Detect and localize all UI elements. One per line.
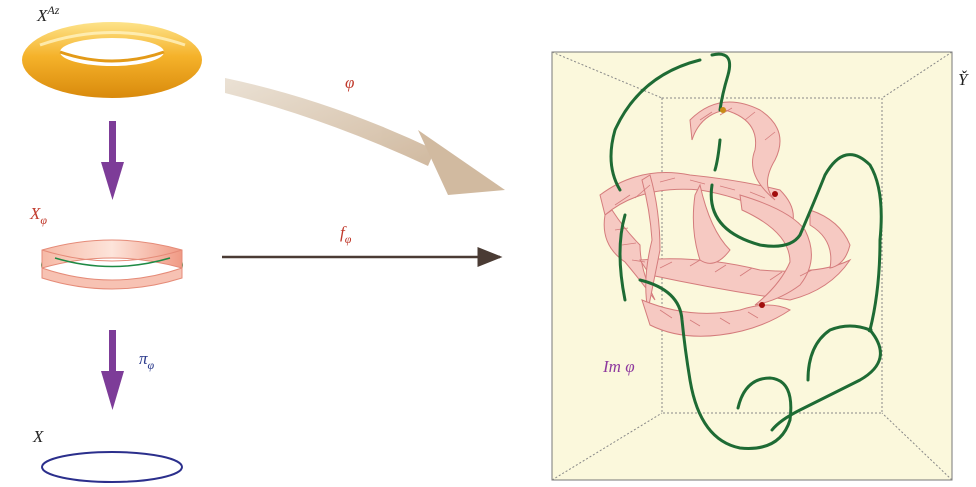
ribbon-image	[599, 101, 852, 337]
point-marker-3	[759, 302, 765, 308]
label-image: Im φ	[603, 357, 635, 376]
label-top-space: XAz	[37, 3, 60, 25]
base-circle	[41, 451, 183, 483]
label-projection: πφ	[139, 349, 155, 372]
point-marker-2	[772, 191, 778, 197]
label-phi-map: φ	[345, 73, 355, 92]
ribbon-crease-lines	[614, 107, 813, 327]
torus-shape	[22, 22, 202, 98]
band-shape	[41, 239, 183, 290]
projection-arrow-lower	[101, 330, 124, 410]
point-marker-4	[867, 327, 873, 333]
green-curve	[609, 52, 883, 450]
phi-arrow	[225, 78, 505, 195]
label-f-map: fφ	[340, 223, 352, 246]
label-middle-space: Xφ	[30, 204, 48, 227]
label-target-space: Y̌	[958, 70, 968, 89]
label-bottom-space: X	[33, 427, 44, 446]
point-marker-1	[720, 107, 726, 113]
projection-arrow-upper	[101, 121, 124, 200]
